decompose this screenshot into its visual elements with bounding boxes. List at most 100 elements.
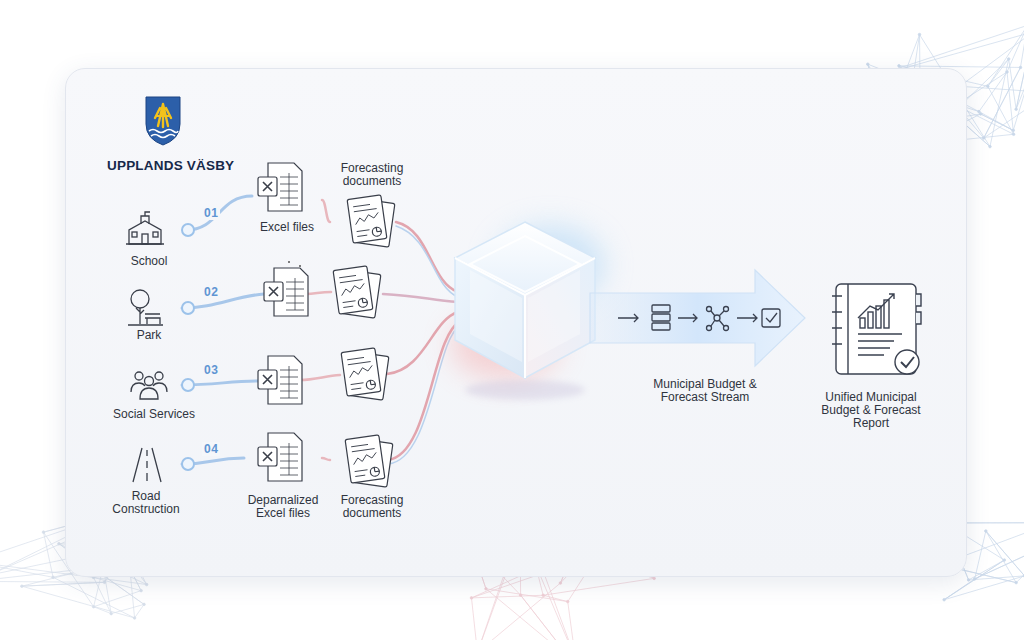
callout-number: 03	[202, 363, 220, 377]
icon-node: School	[112, 208, 186, 270]
excel-mark	[269, 287, 278, 296]
net-line	[975, 540, 1024, 579]
grid-line	[295, 278, 296, 310]
sparkle	[288, 261, 290, 263]
net-line	[471, 598, 477, 640]
net-dot	[559, 582, 562, 585]
net-line	[1009, 59, 1016, 109]
flow-connector	[186, 196, 252, 230]
pie	[370, 467, 380, 477]
net-line	[543, 578, 654, 595]
icon-node: Road Construction	[110, 440, 182, 518]
icon-node: Forecasting documents	[330, 430, 414, 522]
title: UPPLANDS VÄSBY	[107, 158, 234, 173]
net-line	[94, 577, 142, 590]
net-line	[22, 586, 135, 618]
chart-line	[348, 365, 373, 377]
chart-line	[340, 283, 365, 295]
document-icon	[347, 195, 395, 247]
net-line	[486, 589, 570, 640]
pie	[366, 380, 376, 390]
text-line	[353, 204, 376, 212]
net-line	[1007, 72, 1014, 134]
node-label: Social Services	[102, 408, 206, 421]
net-line	[521, 595, 571, 640]
text-line	[351, 383, 365, 390]
net-line	[22, 582, 105, 586]
net-dot	[1012, 133, 1015, 136]
node-label: Forecasting documents	[332, 162, 412, 188]
excel-icon	[264, 268, 308, 316]
net-line	[979, 112, 1013, 131]
net-line	[1016, 32, 1024, 109]
callout-number: 04	[202, 442, 220, 456]
icon-node: Forecasting documents	[330, 160, 414, 252]
row-dots	[182, 224, 194, 470]
excel-mark	[263, 375, 272, 384]
icon-node: Excel files	[252, 160, 322, 236]
excel-badge	[258, 177, 277, 196]
net-dot	[21, 585, 24, 588]
net-dot	[1015, 108, 1018, 111]
node-label: Park	[114, 329, 184, 342]
net-dot	[140, 589, 143, 592]
net-dot	[1015, 581, 1018, 584]
net-line	[521, 595, 571, 640]
net-dot	[978, 110, 981, 113]
text-line	[347, 357, 370, 365]
node-label: Unified Municipal Budget & Forecast Repo…	[816, 391, 926, 430]
pie	[372, 227, 382, 237]
net-line	[988, 25, 1024, 86]
pie-slice	[362, 298, 367, 303]
text-line	[355, 470, 369, 477]
excel-badge	[258, 447, 277, 466]
icon-node: Deparnalized Excel files	[244, 430, 322, 522]
net-dot	[898, 65, 901, 68]
net-line	[988, 86, 1014, 134]
node-label: Deparnalized Excel files	[246, 494, 320, 520]
icon-node: Unified Municipal Budget & Forecast Repo…	[812, 280, 930, 432]
net-line	[969, 560, 1005, 580]
node-label: Forecasting documents	[332, 494, 412, 520]
front-sheet	[341, 348, 381, 396]
front-sheet	[345, 435, 385, 483]
excel-badge	[264, 282, 283, 301]
net-line	[975, 540, 1024, 579]
chart-line	[352, 452, 377, 464]
net-line	[986, 531, 1016, 583]
school-icon	[126, 212, 164, 244]
net-line	[568, 602, 576, 640]
excel-icon	[258, 433, 302, 481]
report-icon	[832, 284, 921, 374]
document-icon	[333, 266, 381, 318]
flow-wires	[182, 222, 460, 464]
net-line	[981, 114, 1014, 130]
net-dot	[519, 594, 522, 597]
callout-number: 02	[202, 285, 220, 299]
text-line	[357, 230, 371, 237]
grid-line	[289, 366, 290, 398]
net-dot	[986, 85, 989, 88]
net-line	[975, 531, 986, 579]
net-dot	[110, 612, 113, 615]
net-dot	[1007, 58, 1010, 61]
net-dot	[52, 576, 55, 579]
text-line	[343, 301, 357, 308]
icon-node: Municipal Budget & Forecast Stream	[600, 284, 810, 406]
callout-number: 01	[202, 206, 220, 220]
excel-icon	[258, 356, 302, 404]
pie-slice	[374, 467, 379, 472]
net-dot	[1023, 575, 1024, 578]
node-label: Municipal Budget & Forecast Stream	[648, 378, 763, 404]
net-dot	[1003, 559, 1006, 562]
municipal-shield	[146, 97, 180, 145]
net-line	[981, 114, 1014, 130]
excel-icon	[258, 163, 302, 211]
net-line	[990, 59, 1009, 147]
net-line	[1013, 72, 1024, 130]
park-icon	[128, 290, 163, 325]
net-line	[986, 531, 1024, 576]
